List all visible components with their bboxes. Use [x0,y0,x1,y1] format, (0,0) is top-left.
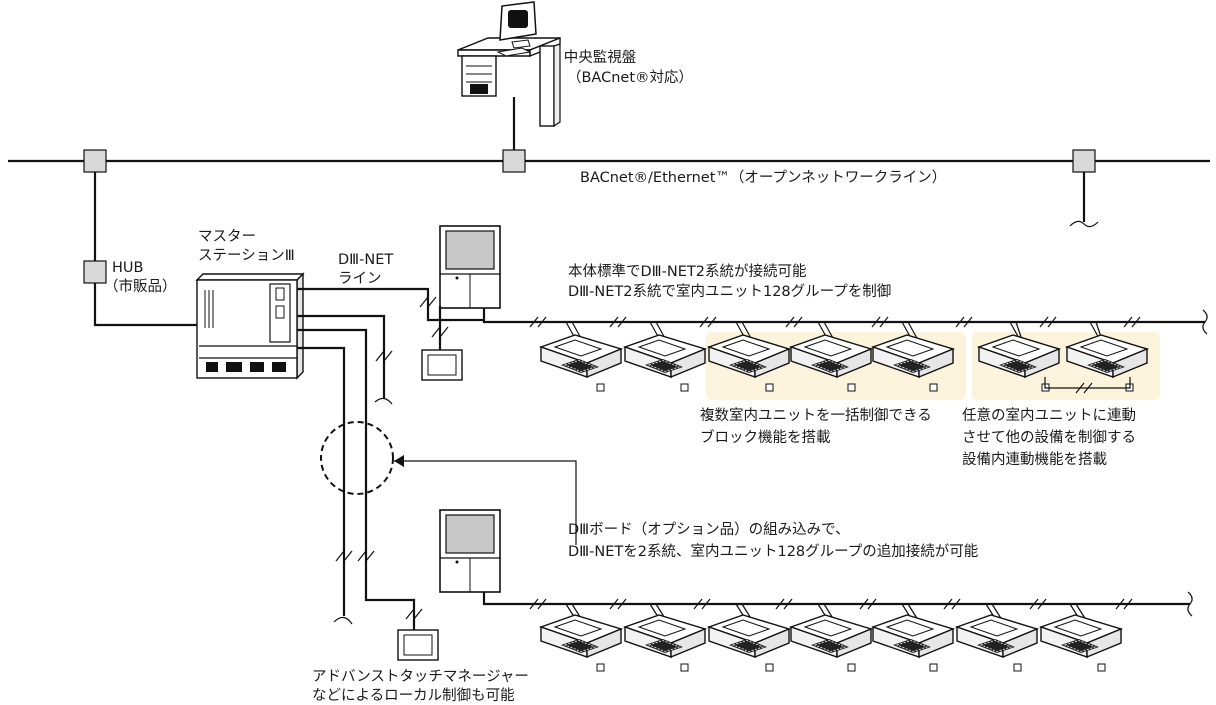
indoor-unit-icon [708,614,790,658]
central-monitor-icon [457,1,561,128]
outdoor-unit-icon [439,225,501,309]
break-mark-master-2 [374,397,393,405]
indoor-line-top [482,308,1205,324]
hub-label: HUB [112,260,143,276]
outdoor-unit-icon [439,509,501,593]
arrow-icon [394,455,404,467]
indoor-unit-icon [872,614,954,658]
option-pointer-line [394,460,577,545]
option-note-2: DⅢ-NETを2系統、室内ユニット128グループの追加接続が可能 [568,543,978,560]
interlock-note-3: 設備内連動機能を搭載 [962,451,1107,468]
hub-icon [83,149,107,173]
block-function-note-2: ブロック機能を搭載 [700,428,831,446]
interlock-note-1: 任意の室内ユニットに連動 [962,406,1136,424]
option-board-highlight [320,421,394,495]
interlock-note-2: させて他の設備を制御する [962,429,1136,446]
dnet-line-1 [297,287,484,322]
hub-icon [502,149,526,173]
hub-to-master-line [93,283,200,327]
central-monitor-subtitle: （BACnet®対応） [567,69,693,86]
master-station-icon [195,272,305,380]
indoor-unit-icon [624,614,706,658]
master-line-3 [297,346,346,616]
hub-icon [1072,149,1096,173]
indoor-unit-icon [790,614,872,658]
indoor-unit-icon [624,334,706,378]
central-monitor-label: 中央監視盤 [564,49,637,66]
indoor-unit-icon [956,614,1038,658]
break-mark-top [1202,309,1208,335]
indoor-unit-icon [540,334,622,378]
standard-note-2: DⅢ-NET2系統で室内ユニット128グループを制御 [568,283,891,300]
commercial-hub-icon [83,260,107,284]
indoor-unit-icon [1040,614,1122,658]
master-line-2 [297,314,386,398]
network-line-label: BACnet®/Ethernet™（オープンネットワークライン） [580,169,946,186]
network-break-mark-right [1069,220,1099,228]
break-mark-bottom [1187,591,1193,617]
touch-manager-note-2: などによるローカル制御も可能 [312,687,515,704]
master-station-label: マスター [198,228,256,245]
touch-manager-note-1: アドバンストタッチマネージャー [312,668,529,685]
standard-note-1: 本体標準でDⅢ-NET2系統が接続可能 [568,263,806,280]
hub-sublabel: （市販品） [104,278,177,295]
indoor-unit-icon [540,614,622,658]
option-note-1: DⅢボード（オプション品）の組み込みで、 [568,521,850,538]
dnet-label: DⅢ-NET [338,252,393,268]
master-station-label-2: ステーションⅢ [198,248,295,264]
break-mark-master-3 [333,616,353,625]
master-line-4 [297,328,416,630]
indoor-line-bottom [482,592,1190,606]
block-function-note-1: 複数室内ユニットを一括制御できる [700,407,932,424]
dnet-sublabel: ライン [338,271,382,287]
